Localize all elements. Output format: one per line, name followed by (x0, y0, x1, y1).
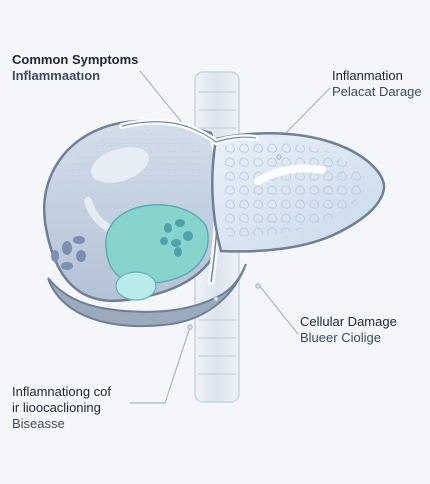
leader-dots (187, 154, 282, 330)
label-cellular-damage: Cellular Damage Blueer Ciolige (300, 314, 397, 346)
leader-top-right (278, 87, 331, 141)
leader-top-left (139, 70, 189, 131)
label-inflanmation-line2: Pelacat Darage (332, 83, 422, 99)
left-lobe-cluster-left (51, 236, 86, 270)
leader-bottom-left (130, 326, 191, 404)
label-common-symptoms-line1: Common Symptoms (12, 52, 139, 67)
right-lobe (211, 132, 386, 253)
leader-bottom-right (257, 283, 299, 335)
label-cellular-damage-line2: Blueer Ciolige (300, 329, 381, 345)
teal-lesion (105, 204, 209, 301)
label-common-symptoms: Common Symptoms Inflammaatıon (12, 52, 138, 84)
liver-underside-band (47, 263, 247, 328)
label-inflanmation: Inflanmation Pelacat Darage (332, 68, 422, 100)
label-common-symptoms-line2: Inflammaatıon (12, 67, 101, 83)
label-cellular-damage-line1: Cellular Damage (300, 314, 397, 329)
label-inflanmation-line1: Inflanmation (332, 68, 403, 83)
label-inflamnationg: Inflamnationg cof ir lioocaclioning Bise… (12, 384, 111, 432)
label-inflamnationg-line3: Biseasse (12, 415, 65, 431)
leader-lines (130, 70, 331, 404)
label-inflamnationg-line1: Inflamnationg cof (12, 384, 112, 399)
label-inflamnationg-line2: ir lioocaclioning (12, 399, 101, 415)
